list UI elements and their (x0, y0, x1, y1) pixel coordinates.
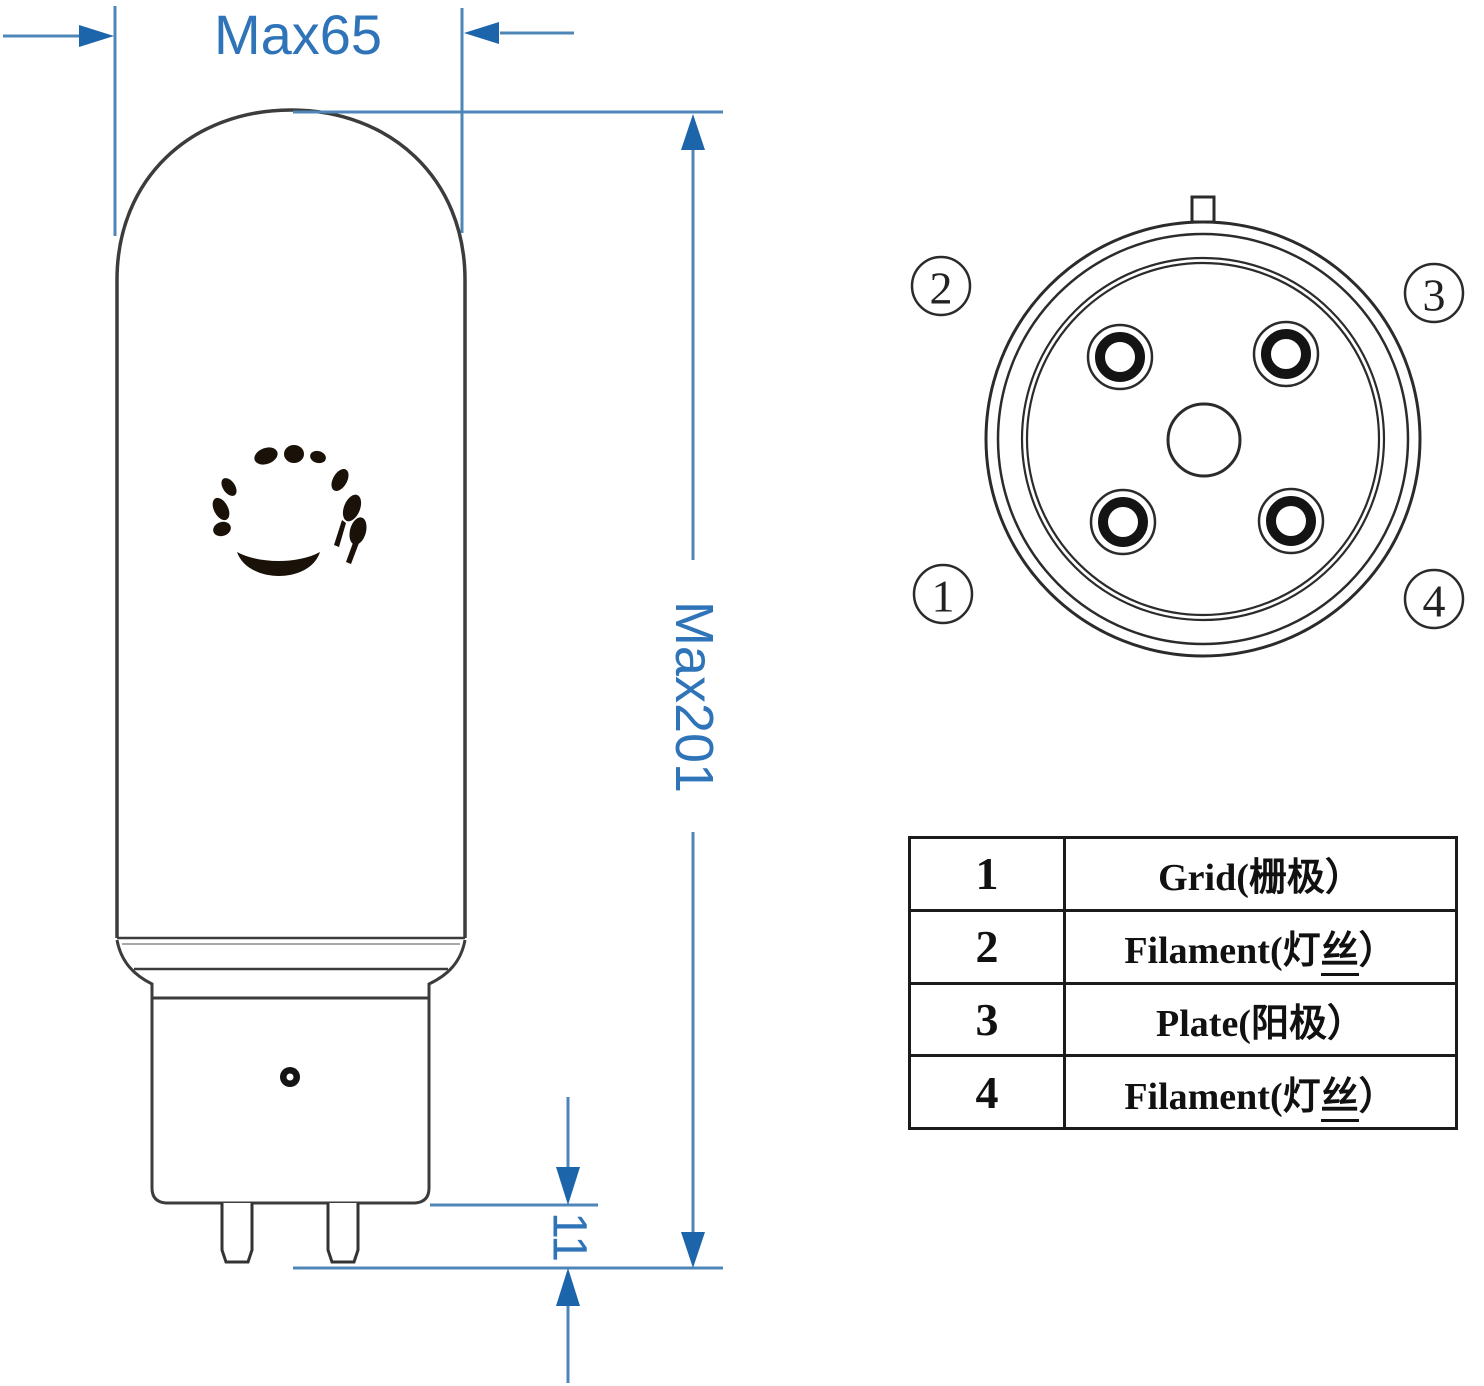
table-row: 1 Grid(栅极） (908, 836, 1458, 912)
pin-function-text: Plate(阳极 (1156, 1002, 1327, 1045)
pin-function-text: Filament(灯 (1124, 1075, 1321, 1118)
pin-socket-top-left (1086, 323, 1154, 391)
pin-socket-bottom-left (1089, 488, 1157, 556)
arrow-left-icon (464, 22, 499, 44)
pin-number-1: 1 (932, 571, 955, 622)
callout-circle-2 (910, 255, 972, 317)
table-row: 4 Filament(灯丝） (908, 1054, 1458, 1130)
pin-socket-bottom-right (1257, 487, 1325, 555)
base-outer-circle (984, 220, 1422, 658)
base-inner-ring-b (1025, 261, 1381, 617)
pin-function-cell: Plate(阳极） (1063, 981, 1458, 1058)
pin-socket-top-right (1252, 320, 1320, 388)
pin-function-text: Filament(灯 (1124, 930, 1321, 973)
dimensions (3, 6, 723, 1383)
callout-circle-3 (1403, 262, 1465, 324)
arrow-up-icon (681, 114, 705, 150)
pin-function-underlined: 丝 (1320, 930, 1359, 977)
pin-function-text: Grid(栅极 (1158, 857, 1325, 900)
pin-function-close: ） (1326, 1002, 1365, 1045)
arrow-down-small-icon (556, 1167, 580, 1205)
center-guide-hole (1166, 402, 1242, 478)
callout-circle-1 (912, 563, 974, 625)
table-row: 3 Plate(阳极） (908, 981, 1458, 1058)
width-dimension-label: Max65 (214, 3, 382, 66)
pin-number-cell: 2 (908, 908, 1066, 985)
table-row: 2 Filament(灯丝） (908, 908, 1458, 985)
tube-base (150, 996, 431, 1205)
pin-number-2: 2 (930, 263, 953, 314)
pin-function-cell: Filament(灯丝） (1063, 1054, 1458, 1130)
pin-function-underlined: 丝 (1320, 1075, 1359, 1122)
alignment-key-tab (1190, 195, 1216, 224)
side-pin-right (326, 1203, 360, 1264)
base-pinout-view (910, 195, 1465, 658)
neck-right (427, 939, 467, 999)
pin-function-table: 1 Grid(栅极） 2 Filament(灯丝） 3 Plate(阳极） 4 … (908, 836, 1458, 1130)
dimension-arrowheads (79, 22, 705, 1306)
neck-left (115, 939, 154, 999)
pin-number-cell: 1 (908, 836, 1066, 912)
pin-number-4: 4 (1423, 576, 1446, 627)
callout-circle-4 (1403, 568, 1465, 630)
pin-function-close: ） (1358, 1075, 1397, 1118)
pin-number-3: 3 (1423, 270, 1446, 321)
brand-logo (212, 445, 367, 576)
arrow-right-icon (79, 25, 114, 47)
pin-length-dimension-label: 11 (543, 1212, 596, 1262)
pin-function-close: ） (1358, 930, 1397, 973)
logo-bowl (237, 552, 320, 576)
glass-envelope-outline (115, 108, 467, 938)
pin-function-close: ） (1324, 857, 1363, 900)
height-dimension-label: Max201 (664, 601, 724, 793)
pin-number-cell: 4 (908, 1054, 1066, 1130)
base-inner-ring-a (1020, 256, 1386, 622)
arrow-up-small-icon (556, 1268, 580, 1306)
pin-function-cell: Filament(灯丝） (1063, 908, 1458, 985)
pin-function-cell: Grid(栅极） (1063, 836, 1458, 912)
tube-side-view (115, 108, 467, 1264)
arrow-down-icon (681, 1232, 705, 1268)
pin-number-cell: 3 (908, 981, 1066, 1058)
side-pin-left (220, 1203, 254, 1264)
base-second-circle (996, 232, 1410, 646)
base-vent-hole-center (286, 1073, 294, 1081)
